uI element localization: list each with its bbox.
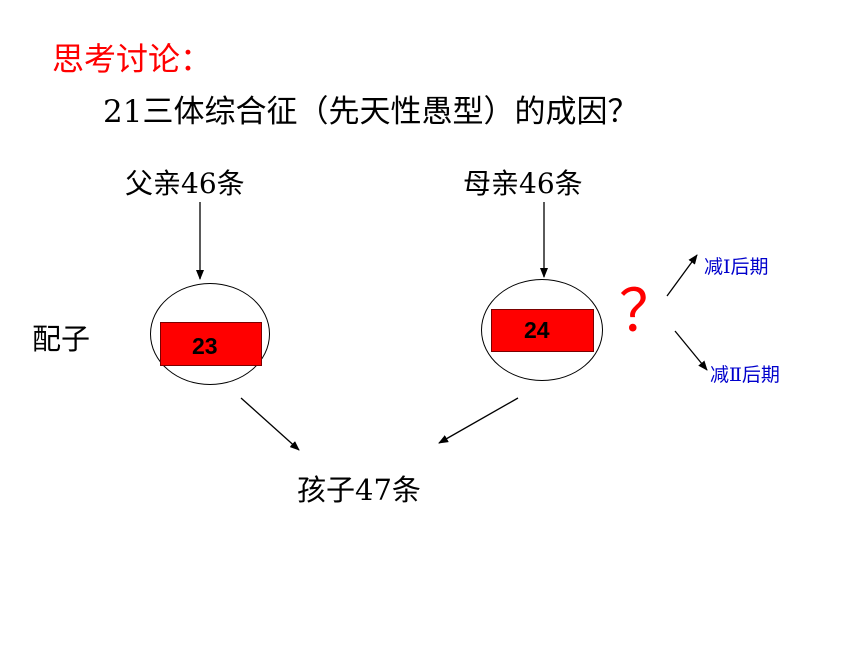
- question-mark: ？: [619, 277, 678, 345]
- meiosis-1-anaphase-label: 减Ⅰ后期: [704, 256, 769, 278]
- mother-gamete-count: 24: [524, 317, 550, 343]
- meiosis-1-arrow: [666, 254, 698, 297]
- meiosis-2-anaphase-label: 减Ⅱ后期: [710, 364, 780, 386]
- mother-gamete-chromosome-box: 24: [491, 309, 594, 352]
- father-gamete-count: 23: [192, 333, 218, 359]
- right-gamete-to-child-arrow: [438, 397, 519, 444]
- mother-label: 母亲46条: [463, 167, 583, 200]
- father-gamete-chromosome-box: 23: [160, 322, 262, 366]
- left-gamete-to-child-arrow: [240, 397, 300, 451]
- question-title: 21三体综合征（先天性愚型）的成因？: [103, 94, 639, 130]
- father-label: 父亲46条: [125, 167, 245, 200]
- discussion-heading: 思考讨论：: [52, 40, 213, 78]
- child-label: 孩子47条: [297, 473, 421, 507]
- meiosis-2-arrow: [674, 330, 708, 371]
- gamete-label: 配子: [32, 322, 91, 356]
